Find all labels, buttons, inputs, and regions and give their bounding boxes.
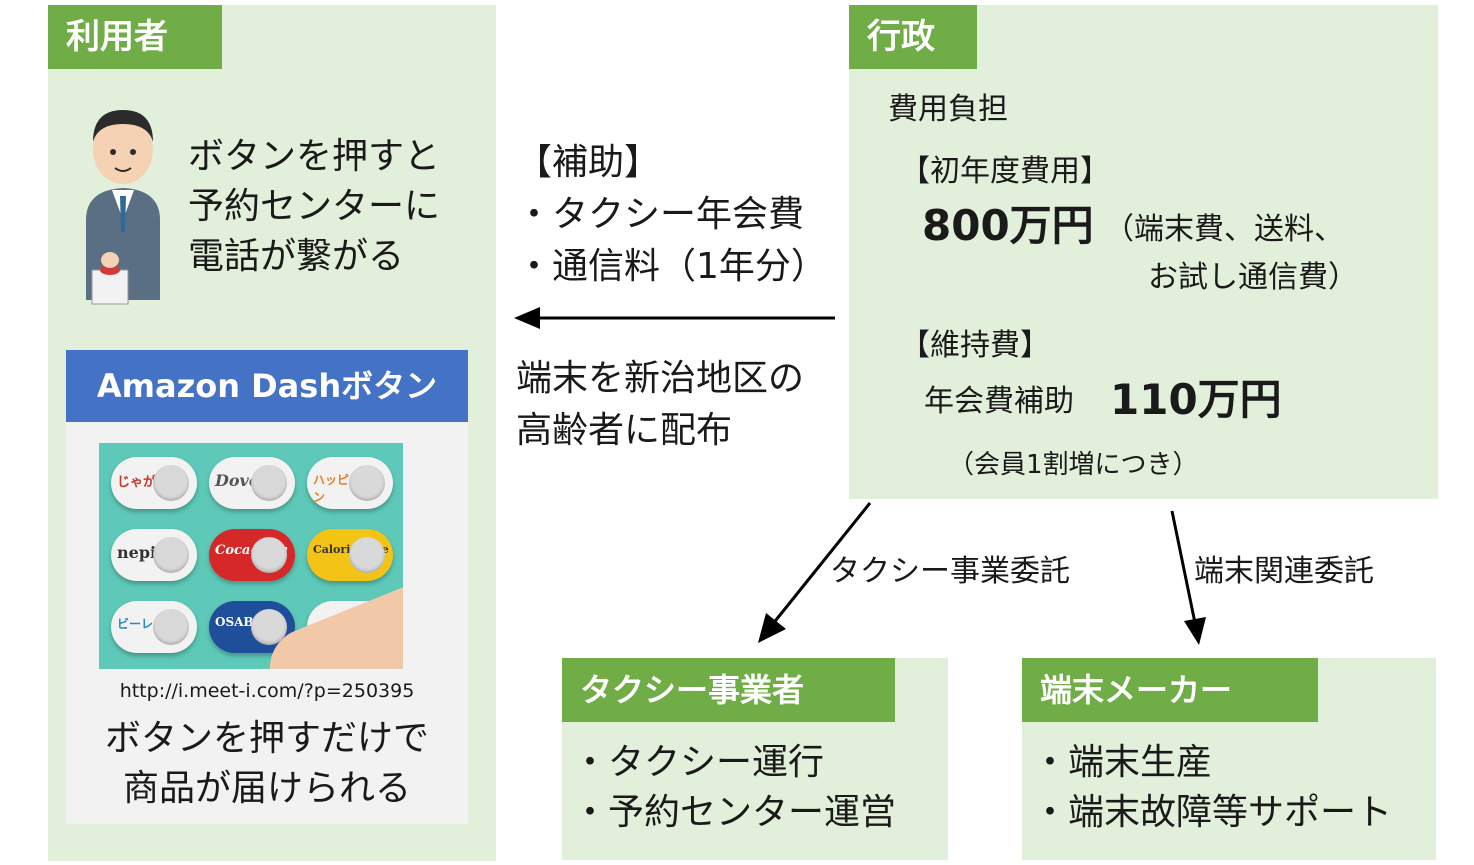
dash-button-label: ビーレバ [117, 617, 166, 631]
subsidy-item-annual-fee: ・タクシー年会費 [516, 194, 805, 235]
subsidy-heading: 【補助】 [516, 142, 661, 183]
maintenance-heading: 【維持費】 [900, 328, 1050, 363]
dash-button: CalorieMate [307, 529, 393, 581]
dash-button: OSABI [209, 601, 295, 653]
dash-button-label: じゃがりこ [117, 475, 183, 490]
first-year-detail-2: お試し通信費） [1148, 260, 1358, 295]
distribution-arrow [514, 307, 835, 329]
dash-caption-line-1: ボタンを押すだけで [104, 718, 429, 759]
dash-button: じゃがりこ [111, 457, 197, 509]
user-desc-line-2: 予約センターに [188, 186, 441, 227]
dash-button: ビーレバ [111, 601, 197, 653]
maker-item-support: ・端末故障等サポート [1032, 792, 1393, 833]
maker-tag: 端末メーカー [1022, 658, 1318, 722]
user-desc-line-1: ボタンを押すと [188, 136, 441, 177]
taxi-contract-label: タクシー事業委託 [830, 554, 1070, 589]
maker-item-production: ・端末生産 [1032, 742, 1213, 783]
maintenance-amount: 110万円 [1110, 375, 1282, 424]
dash-source-url: http://i.meet-i.com/?p=250395 [119, 680, 415, 702]
dash-button-label: CalorieMate [313, 543, 389, 556]
maintenance-prefix: 年会費補助 [924, 384, 1074, 419]
admin-tag: 行政 [849, 5, 977, 69]
distribution-line-2: 高齢者に配布 [516, 410, 733, 451]
dash-button: Dove [209, 457, 295, 509]
first-year-heading: 【初年度費用】 [900, 154, 1110, 189]
user-tag: 利用者 [48, 5, 222, 69]
distribution-line-1: 端末を新治地区の [516, 358, 805, 399]
user-desc-line-3: 電話が繋がる [188, 236, 405, 277]
user-person-icon [86, 110, 160, 305]
cost-burden-label: 費用負担 [888, 92, 1008, 127]
dash-button: nepia [111, 529, 197, 581]
first-year-detail-1: （端末費、送料、 [1104, 212, 1344, 247]
dash-button-label: nepia [117, 543, 167, 562]
dash-button: ハッピーターン [307, 457, 393, 509]
first-year-amount: 800万円 [922, 201, 1094, 250]
dash-button-label: ハッピーターン [313, 473, 386, 504]
dash-button: Coca-Cola [209, 529, 295, 581]
dash-caption-line-2: 商品が届けられる [122, 768, 411, 809]
taxi-tag: タクシー事業者 [562, 658, 895, 722]
device-contract-label: 端末関連委託 [1194, 554, 1374, 589]
taxi-item-operation: ・タクシー運行 [572, 742, 825, 783]
dash-title: Amazon Dashボタン [66, 350, 468, 422]
dash-button-label: Coca-Cola [215, 543, 289, 558]
contract-arrows [758, 502, 1206, 645]
maintenance-note: （会員1割増につき） [948, 450, 1199, 480]
subsidy-item-communication: ・通信料（1年分） [516, 246, 827, 287]
dash-button-label: Dove [215, 471, 260, 490]
admin-panel [849, 5, 1438, 499]
taxi-item-reservation-center: ・予約センター運営 [572, 792, 897, 833]
dash-buttons-photo: じゃがりこ Dove ハッピーターン nepia Coca-Cola Calor… [99, 443, 403, 669]
dash-button-label: OSABI [215, 615, 260, 629]
